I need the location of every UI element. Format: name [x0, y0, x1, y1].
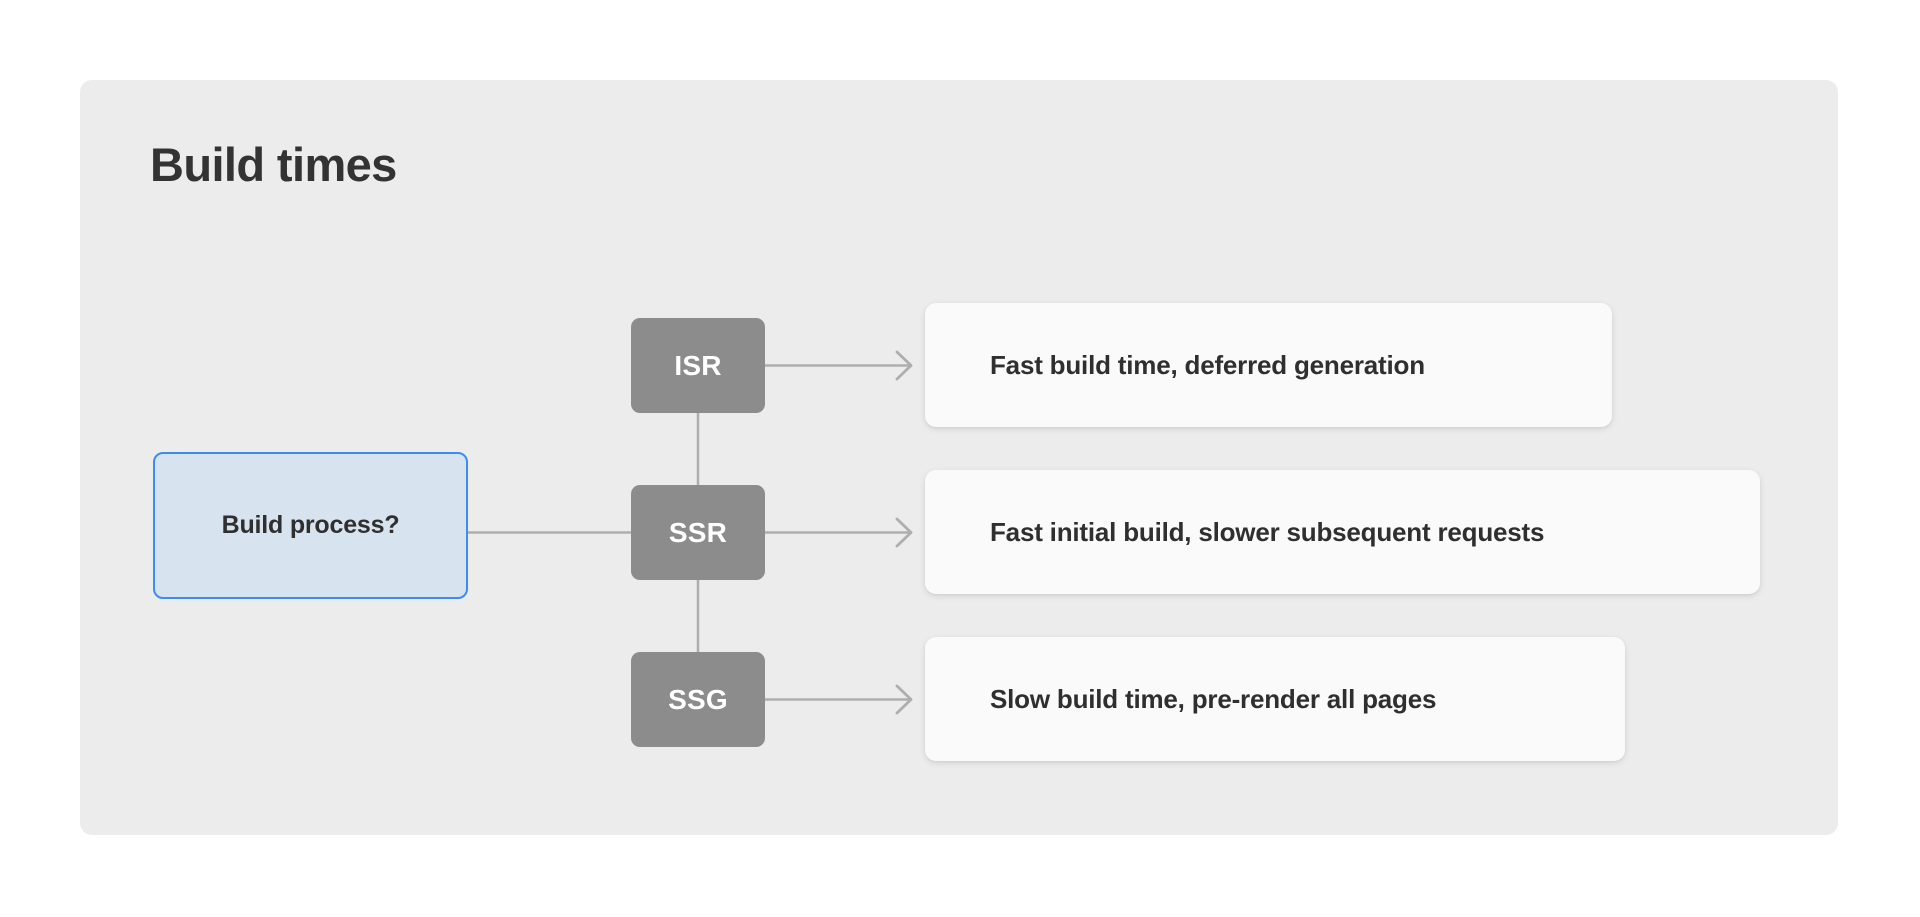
- outcome-card-ssg[interactable]: Slow build time, pre-render all pages: [925, 637, 1625, 761]
- strategy-node-label: SSR: [668, 516, 728, 548]
- strategy-node-label: SSG: [668, 683, 728, 715]
- outcome-card-isr[interactable]: Fast build time, deferred generation: [925, 303, 1612, 427]
- decision-node-build-process[interactable]: Build process?: [153, 452, 468, 599]
- strategy-node-isr[interactable]: ISR: [631, 318, 765, 413]
- strategy-node-label: ISR: [674, 349, 722, 381]
- outcome-card-label: Fast initial build, slower subsequent re…: [990, 516, 1545, 547]
- page-title: Build times: [150, 138, 397, 191]
- strategy-node-ssr[interactable]: SSR: [631, 485, 765, 580]
- outcome-card-label: Slow build time, pre-render all pages: [990, 683, 1437, 714]
- outcome-card-ssr[interactable]: Fast initial build, slower subsequent re…: [925, 470, 1760, 594]
- outcome-card-label: Fast build time, deferred generation: [990, 349, 1425, 380]
- strategy-node-ssg[interactable]: SSG: [631, 652, 765, 747]
- decision-node-label: Build process?: [221, 511, 400, 539]
